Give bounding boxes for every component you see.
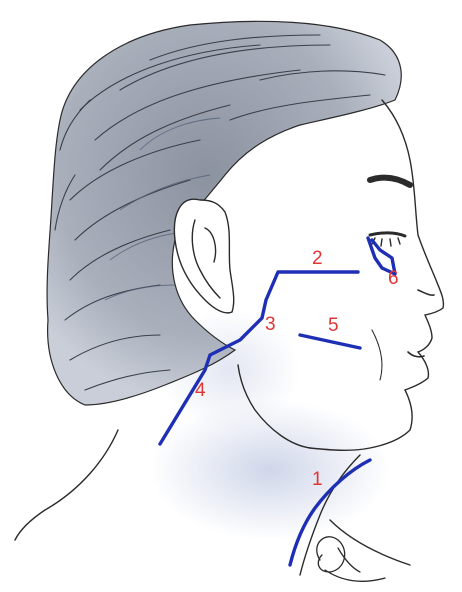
label-4: 4 [195,380,206,401]
nostril [418,290,434,295]
signature [317,537,385,582]
eyebrow [370,178,410,185]
mouth-line [408,352,424,357]
label-3: 3 [265,314,276,335]
label-6: 6 [388,268,399,289]
label-5: 5 [328,315,339,336]
ear [174,199,233,313]
cheek-line [372,330,382,380]
label-2: 2 [312,248,323,269]
incision-5 [300,335,360,348]
eye [370,233,405,236]
label-1: 1 [312,469,323,490]
